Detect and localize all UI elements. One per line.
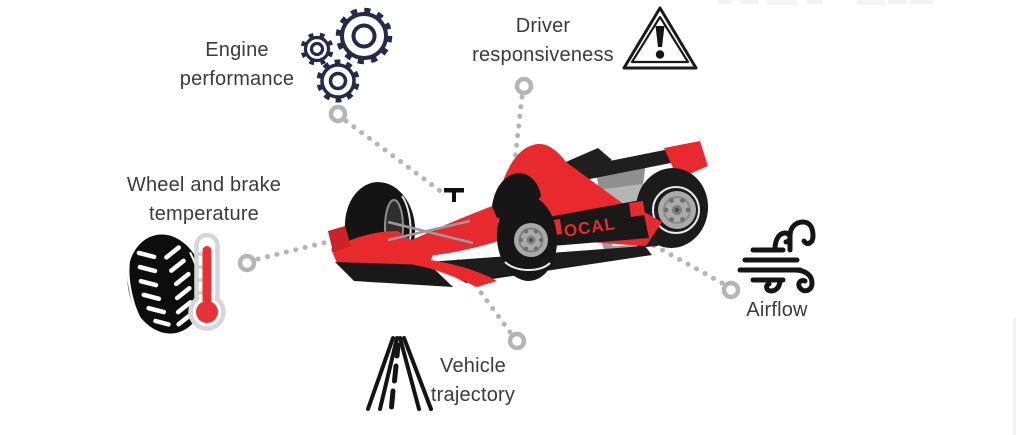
- gear-medium: [316, 59, 360, 103]
- label-vehicle-trajectory-line1: Vehicle: [440, 355, 506, 377]
- wind-icon: [737, 219, 816, 294]
- f1-car: OCAL: [328, 141, 709, 287]
- label-vehicle-trajectory: Vehicle trajectory: [395, 352, 551, 410]
- exclamation-dot: [655, 50, 665, 59]
- cropped-content-artifact: [740, 0, 758, 4]
- label-engine-performance-line2: performance: [179, 68, 295, 90]
- connector-wheel: [255, 233, 355, 262]
- connector-airflow: [634, 233, 725, 286]
- road-center-dashes: [389, 342, 401, 410]
- connector-endpoint-airflow: [721, 280, 741, 300]
- right-edge-artifact: [1013, 318, 1016, 435]
- warning-triangle-icon: [622, 6, 698, 70]
- cropped-content-artifact: [888, 0, 907, 4]
- tire-icon: [127, 234, 205, 334]
- cropped-content-artifact: [718, 0, 732, 4]
- connector-endpoint-wheel: [237, 253, 257, 273]
- connector-engine: [343, 118, 450, 199]
- wind-curl-top-large: [787, 219, 816, 253]
- car-bargeboard: [414, 258, 497, 287]
- connector-lines: [237, 76, 741, 351]
- gear-large: [335, 7, 393, 65]
- car-antenna: [444, 188, 464, 202]
- connector-endpoint-trajectory: [507, 331, 527, 351]
- label-vehicle-trajectory-line2: trajectory: [430, 384, 516, 406]
- gears-icon: [300, 7, 393, 103]
- connector-endpoint-driver: [514, 76, 534, 96]
- label-engine-performance-line1: Engine: [205, 39, 269, 61]
- label-airflow-line1: Airflow: [746, 299, 808, 321]
- gear-small: [300, 32, 334, 66]
- road-icon: [366, 336, 433, 411]
- wind-curl-bottom-large: [792, 267, 815, 294]
- car-middle-wheel: [496, 195, 558, 281]
- tire-and-thermometer-icon: [127, 232, 226, 334]
- exclamation-bar: [655, 26, 665, 47]
- cropped-content-artifact: [767, 0, 797, 5]
- label-wheel-brake-temperature-line1: Wheel and brake: [126, 174, 282, 196]
- cropped-content-artifact: [857, 0, 885, 5]
- car-front-wing: [328, 226, 453, 287]
- cropped-content-artifact: [807, 0, 822, 4]
- wind-curl-bottom-small: [764, 277, 783, 294]
- label-driver-responsiveness-line2: responsiveness: [472, 44, 614, 66]
- connector-endpoint-engine: [328, 104, 348, 124]
- cropped-content-artifact: [910, 0, 933, 4]
- label-driver-responsiveness-line1: Driver: [515, 15, 571, 37]
- car-nose: [386, 197, 525, 258]
- label-engine-performance: Engine performance: [150, 36, 324, 94]
- label-airflow: Airflow: [717, 296, 837, 325]
- thermometer-icon: [188, 232, 226, 331]
- label-wheel-brake-temperature: Wheel and brake temperature: [109, 171, 299, 229]
- car-sidepod-panel: OCAL: [543, 200, 649, 246]
- label-wheel-brake-temperature-line2: temperature: [148, 203, 260, 225]
- label-driver-responsiveness: Driver responsiveness: [458, 12, 628, 70]
